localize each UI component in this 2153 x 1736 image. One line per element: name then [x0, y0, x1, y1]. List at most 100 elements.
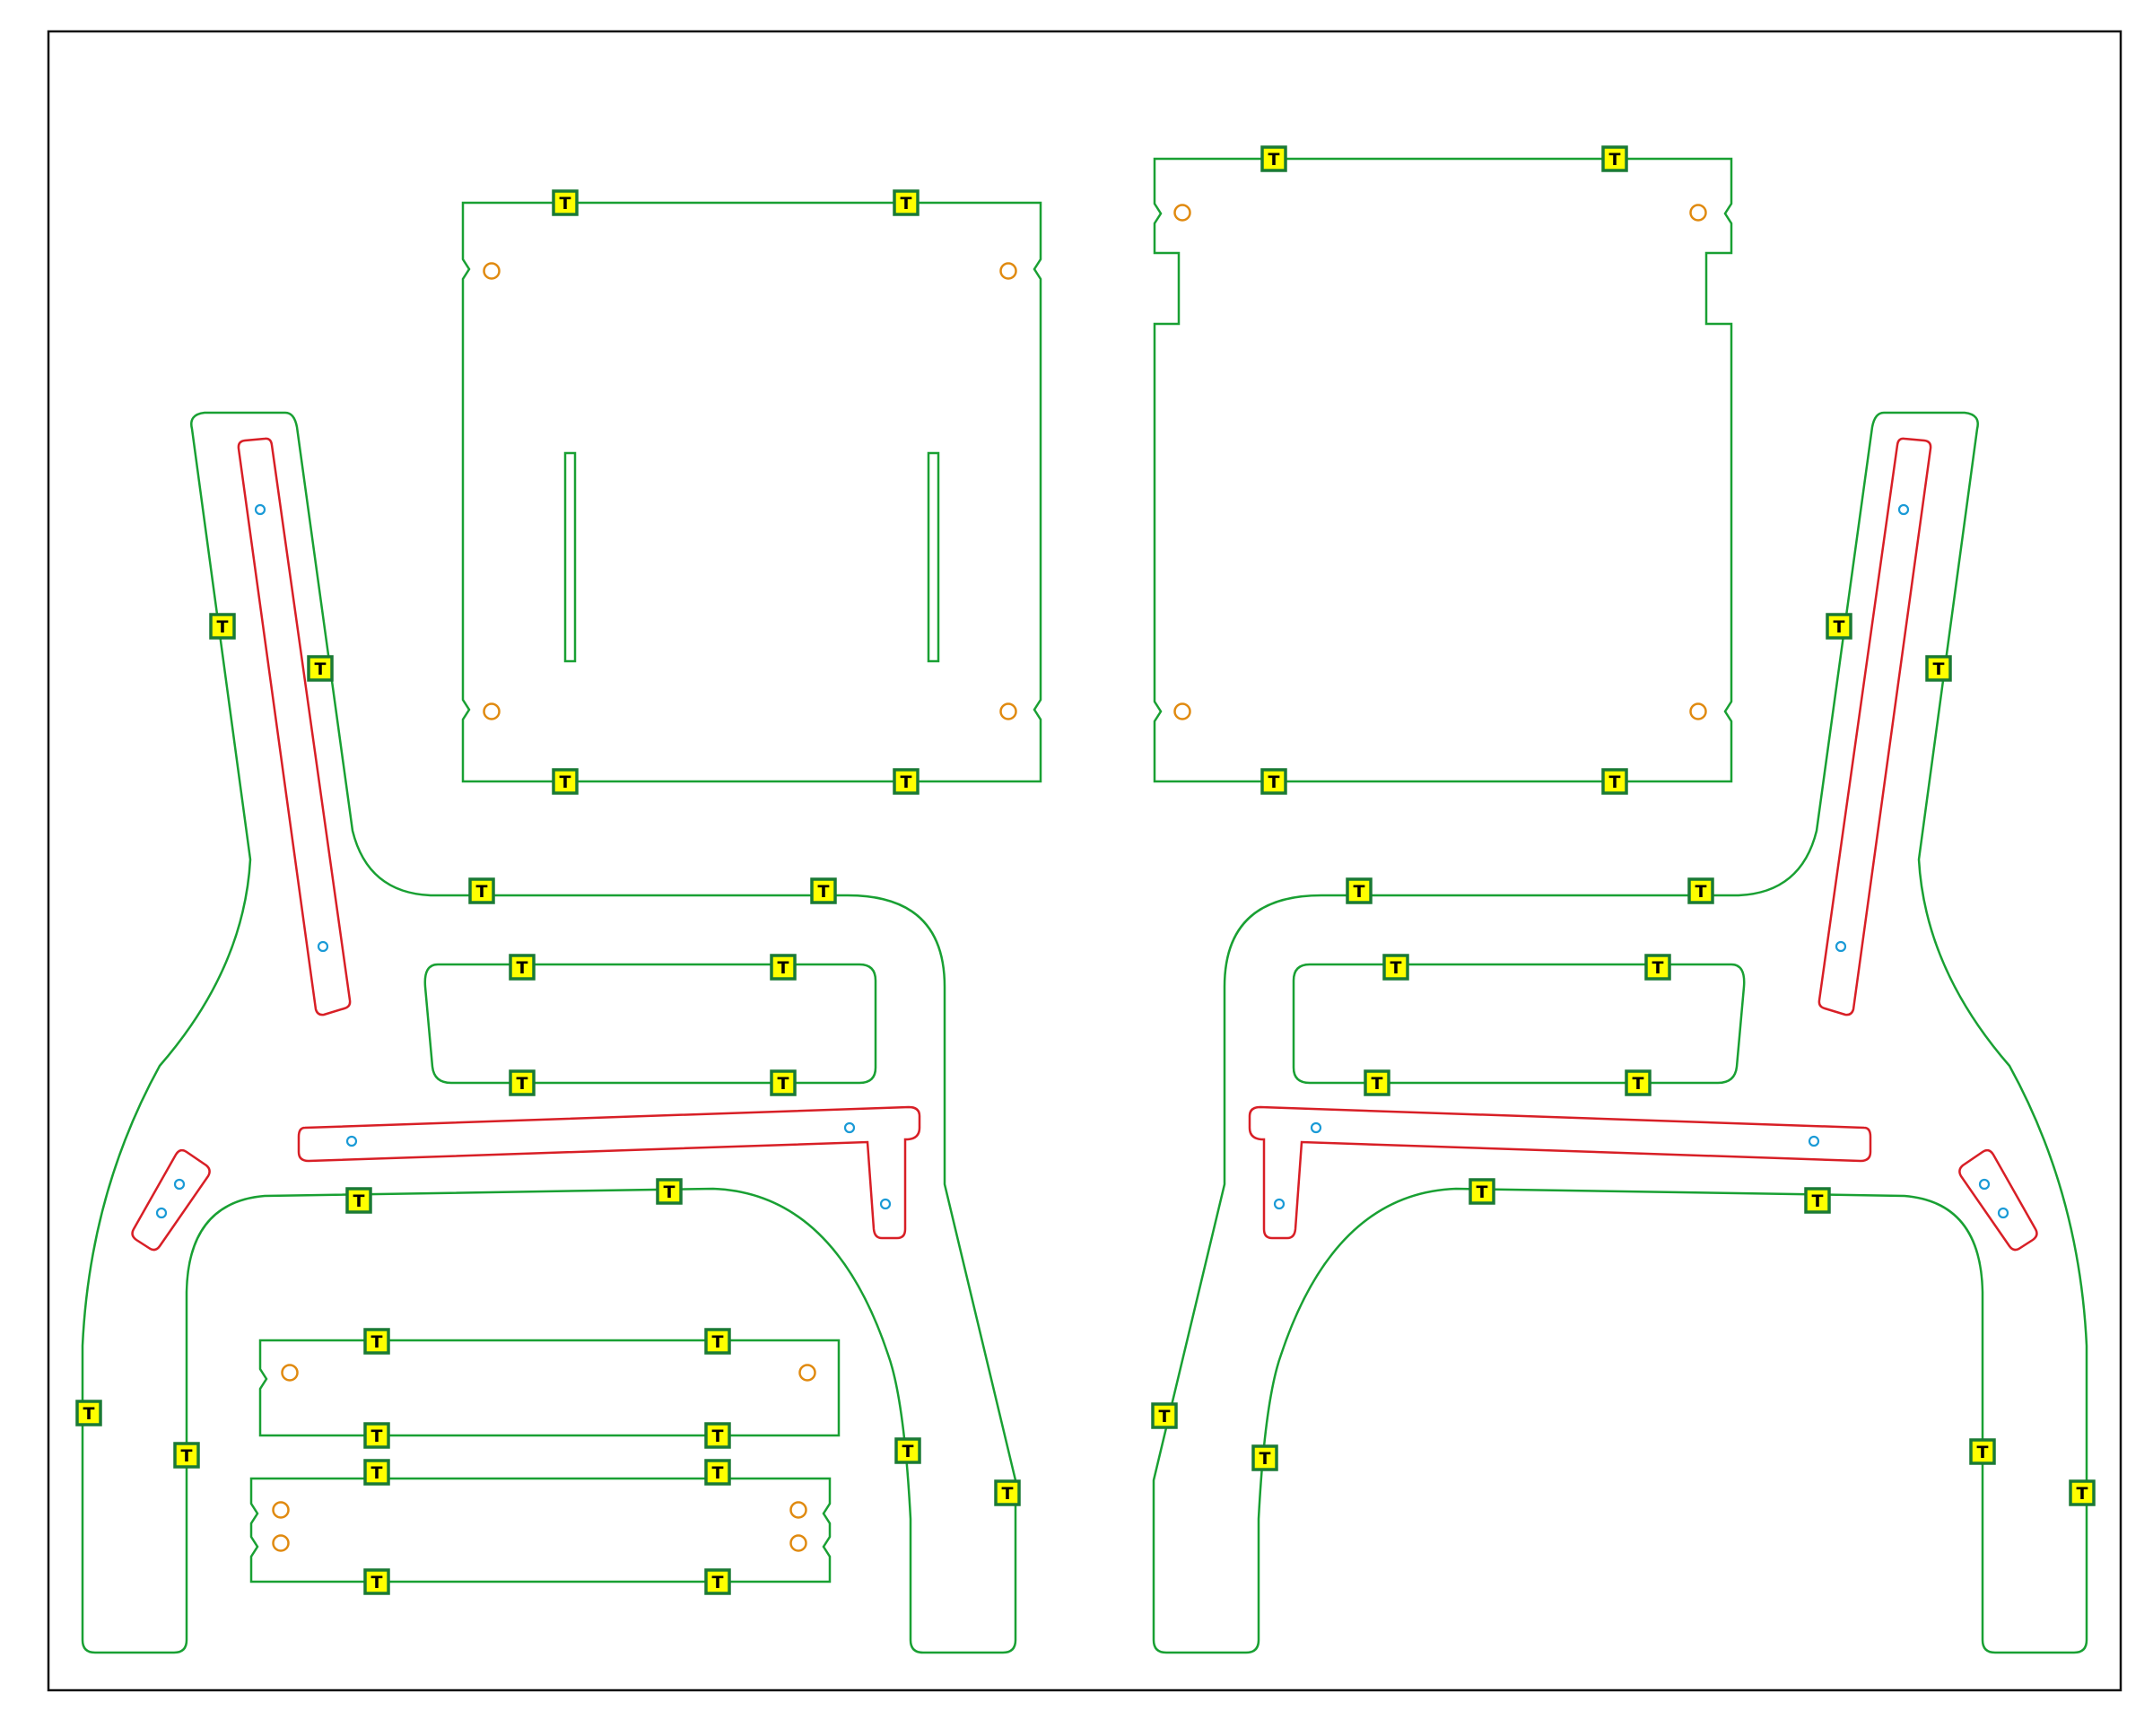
tab-marker-label: T	[901, 194, 912, 214]
tab-marker-label: T	[712, 1463, 724, 1483]
t-tab-marker-icon: T	[1469, 1178, 1495, 1205]
screw-hole-icon	[1997, 1207, 2009, 1219]
tab-marker-box	[363, 1459, 390, 1486]
tab-marker-box	[1804, 1187, 1831, 1214]
tab-marker-box	[770, 1069, 797, 1096]
tab-marker-label: T	[371, 1426, 383, 1446]
tab-marker-label: T	[1260, 1449, 1271, 1469]
tab-marker-box	[1625, 1069, 1652, 1096]
left-brace-block	[131, 1148, 211, 1252]
stretcher-bar-lower	[249, 1477, 832, 1583]
dowel-hole-icon	[483, 702, 501, 720]
tab-marker-label: T	[901, 772, 912, 792]
dowel-hole-icon	[999, 702, 1017, 720]
t-tab-marker-icon: T	[307, 655, 334, 682]
tab-marker-label: T	[1372, 1074, 1383, 1094]
screw-hole-icon	[843, 1121, 856, 1134]
t-tab-marker-icon: T	[1625, 1069, 1652, 1096]
stretcher-bars	[249, 1339, 841, 1583]
tab-marker-box	[1260, 145, 1287, 172]
dowel-hole-icon	[789, 1534, 807, 1552]
tab-marker-label: T	[371, 1463, 383, 1483]
tab-marker-box	[770, 954, 797, 981]
t-tab-marker-icon: T	[893, 768, 920, 795]
screw-hole-icon	[1835, 940, 1847, 953]
dowel-hole-icon	[798, 1364, 816, 1382]
tab-marker-box	[893, 189, 920, 216]
t-tab-marker-icon: T	[770, 954, 797, 981]
left-side-frame	[81, 411, 1017, 1654]
tab-marker-box	[1151, 1402, 1178, 1429]
t-tab-marker-icon: T	[509, 1069, 536, 1096]
t-tab-marker-icon: T	[1969, 1438, 1996, 1465]
tab-marker-label: T	[217, 617, 229, 637]
t-tab-marker-icon: T	[363, 1422, 390, 1449]
tab-marker-label: T	[778, 958, 789, 978]
tab-marker-box	[704, 1459, 731, 1486]
t-tab-marker-icon: T	[1346, 877, 1373, 904]
t-tab-marker-icon: T	[363, 1459, 390, 1486]
tab-marker-label: T	[1977, 1443, 1989, 1462]
tab-marker-label: T	[1933, 659, 1945, 679]
tab-marker-label: T	[83, 1404, 95, 1424]
t-tab-marker-icon: T	[770, 1069, 797, 1096]
tab-marker-box	[1382, 954, 1409, 981]
holes-layer	[155, 204, 2009, 1552]
tab-marker-box	[307, 655, 334, 682]
t-tab-marker-icon: T	[75, 1400, 102, 1426]
t-tab-marker-icon: T	[173, 1442, 200, 1469]
tab-marker-label: T	[371, 1332, 383, 1352]
tab-marker-label: T	[712, 1332, 724, 1352]
t-tab-marker-icon: T	[810, 877, 837, 904]
seat-panel	[461, 201, 1042, 783]
t-tab-marker-icon: T	[468, 877, 495, 904]
screw-hole-icon	[173, 1178, 186, 1191]
t-tab-marker-icon: T	[894, 1437, 921, 1464]
tab-marker-label: T	[315, 659, 327, 679]
tab-marker-label: T	[1695, 882, 1707, 902]
seat-slot-left	[563, 451, 577, 663]
tab-marker-label: T	[1834, 617, 1845, 637]
tab-marker-label: T	[1609, 150, 1621, 170]
sheet-border	[47, 30, 2122, 1692]
t-tab-marker-icon: T	[893, 189, 920, 216]
tab-marker-label: T	[1812, 1191, 1824, 1211]
tab-marker-box	[1260, 768, 1287, 795]
tab-marker-label: T	[664, 1182, 676, 1202]
tab-marker-label: T	[902, 1442, 914, 1461]
t-tab-marker-icon: T	[1251, 1444, 1278, 1471]
right-side-frame	[1152, 411, 2088, 1654]
t-tab-marker-icon: T	[363, 1328, 390, 1355]
left-side-frame-cutout	[423, 963, 877, 1085]
t-tab-marker-icon: T	[1382, 954, 1409, 981]
tab-marker-box	[1601, 768, 1628, 795]
tab-marker-label: T	[353, 1191, 365, 1211]
tab-marker-label: T	[1354, 882, 1365, 902]
tab-marker-box	[893, 768, 920, 795]
screw-hole-icon	[254, 503, 266, 516]
t-tab-marker-icon: T	[345, 1187, 372, 1214]
tab-marker-box	[363, 1422, 390, 1449]
screw-hole-icon	[879, 1198, 892, 1210]
t-tab-marker-icon: T	[509, 954, 536, 981]
screw-hole-icon	[345, 1135, 358, 1147]
back-panel-outline	[1153, 157, 1733, 783]
tab-marker-label: T	[560, 194, 571, 214]
armrest-parts	[131, 437, 2038, 1252]
t-tab-marker-icon: T	[704, 1568, 731, 1595]
tab-marker-box	[1251, 1444, 1278, 1471]
screw-hole-icon	[1808, 1135, 1820, 1147]
screw-hole-icon	[1978, 1178, 1991, 1191]
t-tab-marker-icon: T	[1260, 768, 1287, 795]
tab-marker-label: T	[1002, 1484, 1014, 1504]
t-tab-marker-icon: T	[1687, 877, 1714, 904]
dowel-hole-icon	[1173, 204, 1191, 222]
tab-marker-label: T	[517, 1074, 528, 1094]
t-tab-marker-icon: T	[552, 189, 579, 216]
tab-marker-label: T	[818, 882, 830, 902]
left-side-frame-outline	[81, 411, 1017, 1654]
tab-marker-label: T	[181, 1446, 193, 1466]
t-tab-marker-icon: T	[1151, 1402, 1178, 1429]
